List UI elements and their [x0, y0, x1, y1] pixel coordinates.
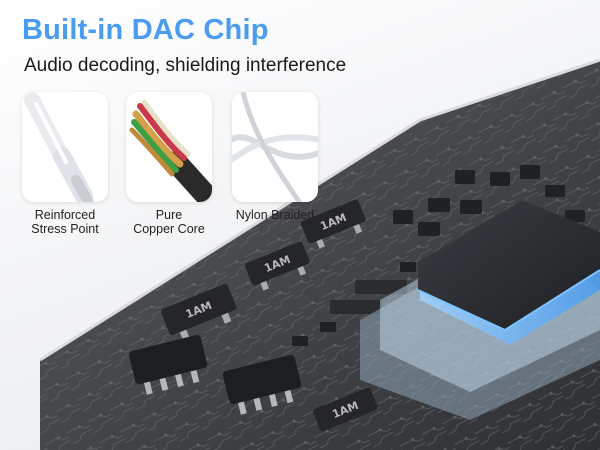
caption-line: Pure — [155, 208, 183, 222]
copper-wire-icon — [126, 92, 212, 202]
ic-packages — [128, 334, 302, 415]
feature-pure-copper-core: Pure Copper Core — [126, 92, 212, 236]
dac-chip — [360, 200, 600, 420]
feature-caption: Nylon Braided — [220, 208, 330, 222]
subheadline: Audio decoding, shielding interference — [24, 55, 347, 76]
feature-caption: Reinforced Stress Point — [10, 208, 120, 236]
caption-line: Stress Point — [31, 222, 99, 236]
caption-line: Copper Core — [133, 222, 205, 236]
smd-components — [292, 165, 585, 346]
headline: Built-in DAC Chip — [22, 14, 269, 46]
feature-reinforced-stress-point: Reinforced Stress Point — [22, 92, 108, 236]
braided-cable-icon — [232, 92, 318, 202]
caption-line: Reinforced — [34, 208, 96, 222]
marked-chips: 1AM 1AM 1AM 1AM — [160, 199, 378, 432]
feature-caption: Pure Copper Core — [114, 208, 224, 236]
feature-tile — [126, 92, 212, 202]
feature-tile — [22, 92, 108, 202]
feature-tile — [232, 92, 318, 202]
feature-nylon-braided: Nylon Braided — [232, 92, 318, 222]
caption-line: Nylon Braided — [235, 208, 315, 222]
connector-icon — [22, 92, 108, 202]
